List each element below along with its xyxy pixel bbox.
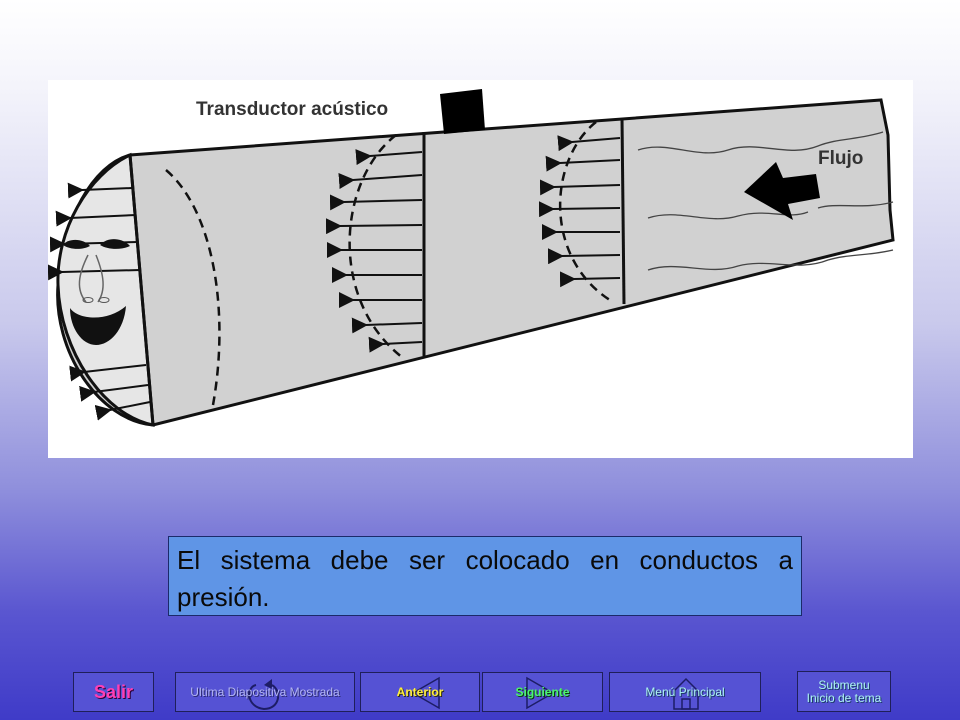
next-button-label: Siguiente	[515, 684, 570, 699]
profile-arc-1	[165, 169, 221, 406]
caption-box: El sistema debe ser colocado en conducto…	[168, 536, 802, 616]
transducer-label: Transductor acústico	[196, 99, 388, 120]
velocity-arrows-2	[325, 149, 423, 353]
submenu-button[interactable]: Submenu Inicio de tema	[797, 671, 891, 712]
face-icon	[63, 239, 130, 345]
profile-arc-2	[348, 134, 404, 359]
pipe-diagram-svg: Transductor acústico Flujo	[48, 89, 895, 427]
submenu-label-line1: Submenu	[818, 677, 870, 692]
section-line-3	[620, 117, 626, 305]
profile-arc-3	[559, 121, 614, 304]
exit-button-label: Salir	[93, 681, 134, 702]
transducer-icon	[440, 89, 485, 134]
last-viewed-slide-label: Ultima Diapositiva Mostrada	[190, 684, 340, 699]
next-button[interactable]: Siguiente	[482, 672, 603, 712]
section-line-1	[128, 154, 155, 426]
pipe-diagram: Transductor acústico Flujo	[48, 80, 913, 458]
flow-arrow-icon	[744, 162, 820, 220]
main-menu-label: Menú Principal	[645, 684, 725, 699]
submenu-label-line2: Inicio de tema	[806, 690, 882, 705]
exit-button[interactable]: Salir	[73, 672, 154, 712]
flow-label: Flujo	[818, 148, 863, 169]
home-icon	[673, 677, 699, 710]
previous-button[interactable]: Anterior	[360, 672, 480, 712]
velocity-arrows-3	[538, 135, 621, 288]
main-menu-button[interactable]: Menú Principal	[609, 672, 761, 712]
last-viewed-slide-button[interactable]: Ultima Diapositiva Mostrada	[175, 672, 355, 712]
left-triangle-icon	[411, 676, 440, 710]
caption-text: El sistema debe ser colocado en conducto…	[177, 545, 793, 612]
previous-button-label: Anterior	[396, 684, 444, 699]
undo-arrow-icon	[248, 679, 280, 711]
right-triangle-icon	[526, 676, 555, 710]
